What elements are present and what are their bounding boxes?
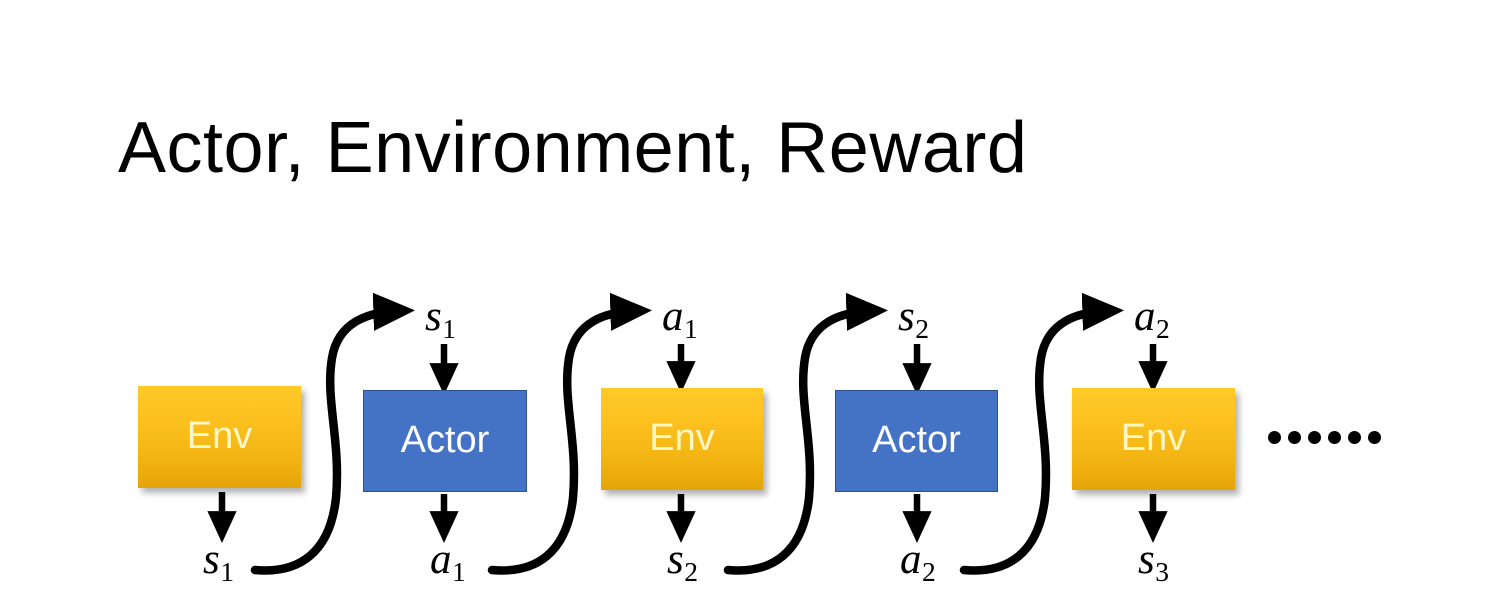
math-base: a <box>900 536 922 583</box>
math-sub: 1 <box>442 313 457 345</box>
arrows-node-to-label <box>207 492 1168 543</box>
state-label-s1-top: s1 <box>425 293 456 343</box>
math-base: a <box>1134 293 1156 340</box>
math-sub: 2 <box>922 556 936 588</box>
math-base: s <box>667 536 684 583</box>
state-label-s2-bottom: s2 <box>667 536 698 586</box>
ellipsis-dot <box>1328 431 1341 444</box>
math-sub: 2 <box>915 313 930 345</box>
ellipsis-dot <box>1308 431 1321 444</box>
math-base: a <box>430 536 452 583</box>
ellipsis-dot <box>1288 431 1301 444</box>
math-base: s <box>1138 536 1155 583</box>
action-label-a1-bottom: a1 <box>430 536 466 586</box>
node-env-3[interactable]: Env <box>1072 388 1235 490</box>
action-label-a1-top: a1 <box>662 293 698 343</box>
math-sub: 3 <box>1155 556 1170 588</box>
arrows-label-to-node <box>429 344 1168 395</box>
action-label-a2-bottom: a2 <box>900 536 936 586</box>
ellipsis-dot <box>1368 431 1381 444</box>
node-label: Env <box>649 417 715 459</box>
node-label: Actor <box>872 419 961 461</box>
node-env-1[interactable]: Env <box>138 386 301 488</box>
ellipsis-dot <box>1348 431 1361 444</box>
ellipsis-dot <box>1268 431 1281 444</box>
math-base: a <box>662 293 684 340</box>
state-label-s1-bottom: s1 <box>203 536 234 586</box>
math-sub: 2 <box>684 556 699 588</box>
node-label: Env <box>1120 417 1187 459</box>
ellipsis-continuation <box>1268 431 1381 444</box>
state-label-s2-top: s2 <box>898 293 929 343</box>
node-actor-1[interactable]: Actor <box>363 390 527 492</box>
node-label: Env <box>186 415 253 457</box>
action-label-a2-top: a2 <box>1134 293 1170 343</box>
node-env-2[interactable]: Env <box>601 388 763 490</box>
node-actor-2[interactable]: Actor <box>835 390 998 492</box>
page-title: Actor, Environment, Reward <box>118 108 1028 188</box>
math-sub: 1 <box>452 556 466 588</box>
math-base: s <box>425 293 442 340</box>
math-sub: 1 <box>220 556 235 588</box>
math-sub: 1 <box>684 313 698 345</box>
math-sub: 2 <box>1156 313 1170 345</box>
math-base: s <box>898 293 915 340</box>
math-base: s <box>203 536 220 583</box>
node-label: Actor <box>400 419 490 461</box>
state-label-s3-bottom: s3 <box>1138 536 1169 586</box>
